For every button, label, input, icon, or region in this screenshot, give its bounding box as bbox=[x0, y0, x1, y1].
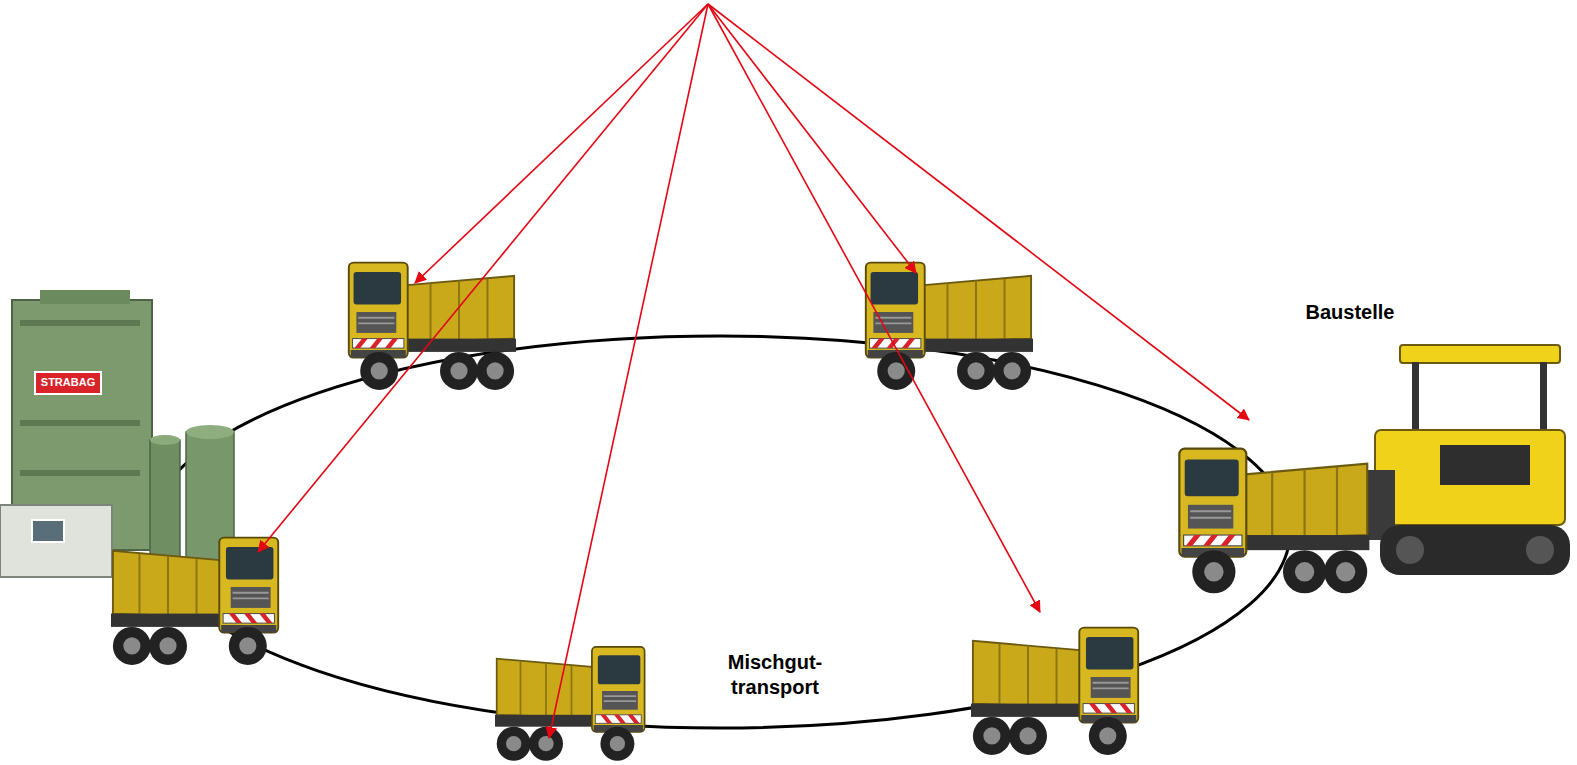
transport-label: Mischgut- transport bbox=[715, 650, 835, 700]
asphalt-paver bbox=[1365, 345, 1570, 575]
dump-truck bbox=[349, 263, 516, 390]
dump-truck bbox=[495, 647, 645, 761]
pointer-arrows bbox=[258, 4, 1249, 738]
dump-truck bbox=[111, 538, 278, 665]
dump-truck bbox=[1179, 449, 1369, 594]
plant-sign: STRABAG bbox=[35, 376, 101, 390]
mixing-plant bbox=[0, 290, 234, 580]
dump-truck bbox=[866, 263, 1033, 390]
dump-truck bbox=[971, 628, 1138, 755]
site-label: Baustelle bbox=[1280, 300, 1420, 325]
